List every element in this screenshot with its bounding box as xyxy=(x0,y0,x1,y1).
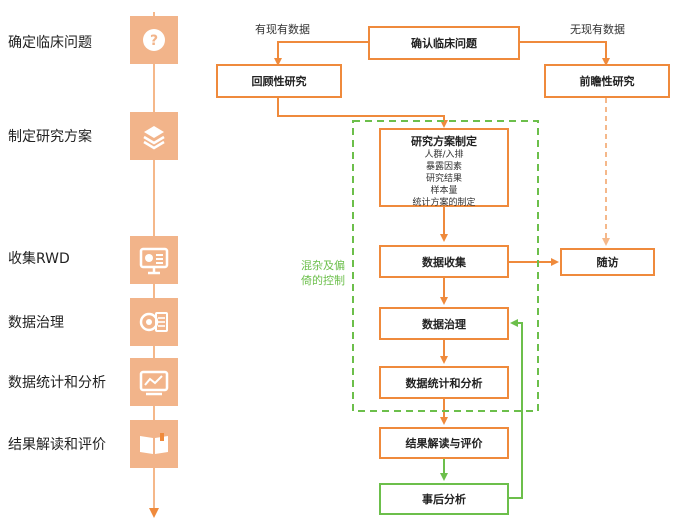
step-label-data-governance: 数据治理 xyxy=(8,315,64,331)
node-data-collection: 数据收集 xyxy=(379,245,509,278)
open-book-icon xyxy=(140,433,168,454)
step-icon-box-6 xyxy=(130,420,178,468)
layers-icon xyxy=(143,126,165,150)
study-plan-item: 人群/入排 xyxy=(424,150,464,160)
step-label-interpret-results: 结果解读和评价 xyxy=(8,437,106,453)
study-plan-title: 研究方案制定 xyxy=(411,135,477,148)
step-label-define-question: 确定临床问题 xyxy=(8,35,92,51)
step-label-collect-rwd: 收集RWD xyxy=(8,251,70,267)
step-icon-box-3 xyxy=(130,236,178,284)
node-study-plan: 研究方案制定 人群/入排 暴露因素 研究结果 样本量 统计方案的制定 xyxy=(379,128,509,208)
node-retrospective-study: 回顾性研究 xyxy=(216,64,342,98)
confound-control-group xyxy=(352,120,539,412)
study-plan-item: 研究结果 xyxy=(425,174,462,184)
node-interpret-results: 结果解读与评价 xyxy=(379,427,509,459)
monitor-chart-icon xyxy=(139,247,169,275)
node-follow-up: 随访 xyxy=(560,248,655,276)
edge-label-no-data: 无现有数据 xyxy=(570,23,625,36)
svg-text:?: ? xyxy=(150,33,158,49)
node-prospective-study: 前瞻性研究 xyxy=(544,64,670,98)
step-icon-box-5 xyxy=(130,358,178,406)
study-plan-item: 统计方案的制定 xyxy=(412,198,476,208)
study-plan-item: 暴露因素 xyxy=(425,162,462,172)
study-plan-item: 样本量 xyxy=(430,186,458,196)
step-icon-box-4 xyxy=(130,298,178,346)
timeline-arrow xyxy=(149,508,159,518)
step-icon-box-2 xyxy=(130,112,178,160)
node-post-hoc-analysis: 事后分析 xyxy=(379,483,509,515)
confound-control-label: 混杂及偏倚的控制 xyxy=(301,259,345,287)
edge-confirm-retro xyxy=(274,41,368,66)
step-label-plan-study: 制定研究方案 xyxy=(8,129,92,145)
node-stats-analysis: 数据统计和分析 xyxy=(379,366,509,399)
step-icon-box-1: ? xyxy=(130,16,178,64)
data-settings-icon xyxy=(139,312,168,332)
node-data-governance: 数据治理 xyxy=(379,307,509,340)
edge-confirm-prosp xyxy=(520,41,610,66)
question-icon: ? xyxy=(143,29,165,51)
edge-posthoc-govern xyxy=(509,319,523,499)
step-label-stats-analysis: 数据统计和分析 xyxy=(8,375,106,391)
edge-label-existing-data: 有现有数据 xyxy=(255,23,310,36)
analytics-screen-icon xyxy=(139,370,169,396)
node-confirm-question: 确认临床问题 xyxy=(368,26,520,60)
